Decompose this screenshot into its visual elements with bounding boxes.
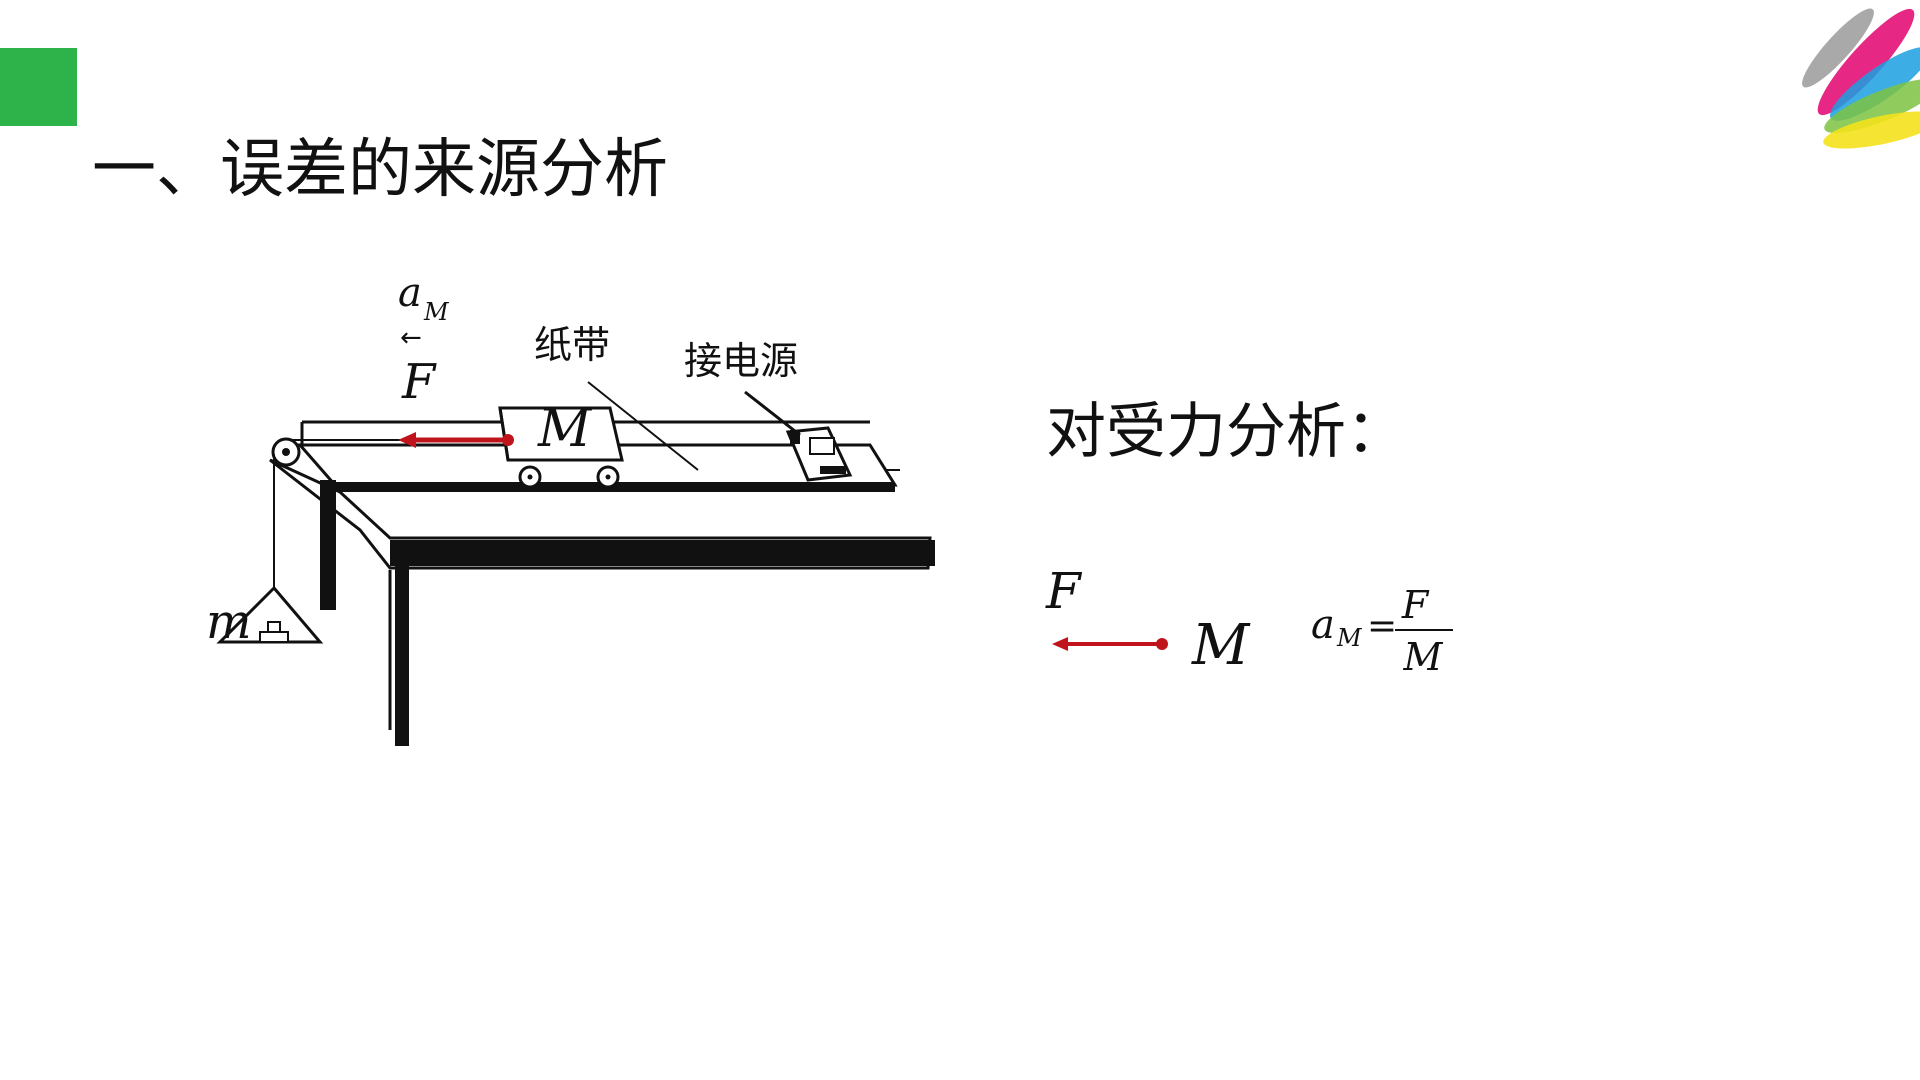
track-edge [335, 482, 895, 492]
formula-numerator: F [1401, 583, 1430, 627]
force-arrow-head [398, 432, 416, 448]
power-label: 接电源 [684, 339, 798, 383]
force-analysis-heading: 对受力分析： [1046, 397, 1406, 467]
table-edge [390, 540, 935, 566]
formula-denominator: M [1403, 635, 1444, 679]
force-arrow-origin [502, 434, 514, 446]
experiment-apparatus-diagram: a M ← F M 纸带 接电源 m [206, 270, 935, 746]
force-diagram-body-label: M [1191, 613, 1251, 678]
cart-side [498, 407, 510, 461]
force-diagram-arrow-head [1052, 637, 1068, 651]
pulley-axle [282, 448, 290, 456]
table-leg-front [395, 566, 409, 746]
tape-label: 纸带 [534, 323, 610, 367]
formula-lhs-subscript: M [1336, 624, 1363, 652]
acceleration-formula: a M = F M [1311, 583, 1453, 679]
colorful-feather-logo-icon [1802, 8, 1920, 149]
power-leader-line [744, 390, 801, 437]
mass-block-bottom [259, 631, 289, 643]
accel-subscript: M [423, 298, 450, 326]
table-leg-left [320, 480, 336, 610]
force-diagram: F M [1045, 562, 1251, 678]
slide-title: 一、误差的来源分析 [92, 133, 668, 207]
accel-arrow-icon: ← [400, 323, 422, 353]
cart-label: M [537, 399, 593, 459]
formula-lhs: a [1311, 602, 1335, 648]
tape-leader-line [587, 381, 699, 471]
force-label: F [401, 354, 437, 410]
mass-block-top [267, 621, 281, 633]
force-diagram-force-label: F [1045, 562, 1083, 620]
formula-equals: = [1367, 606, 1397, 647]
force-diagram-point [1156, 638, 1168, 650]
accel-label: a [398, 270, 422, 316]
hanging-mass-label: m [206, 594, 252, 650]
green-accent-block [0, 48, 77, 126]
